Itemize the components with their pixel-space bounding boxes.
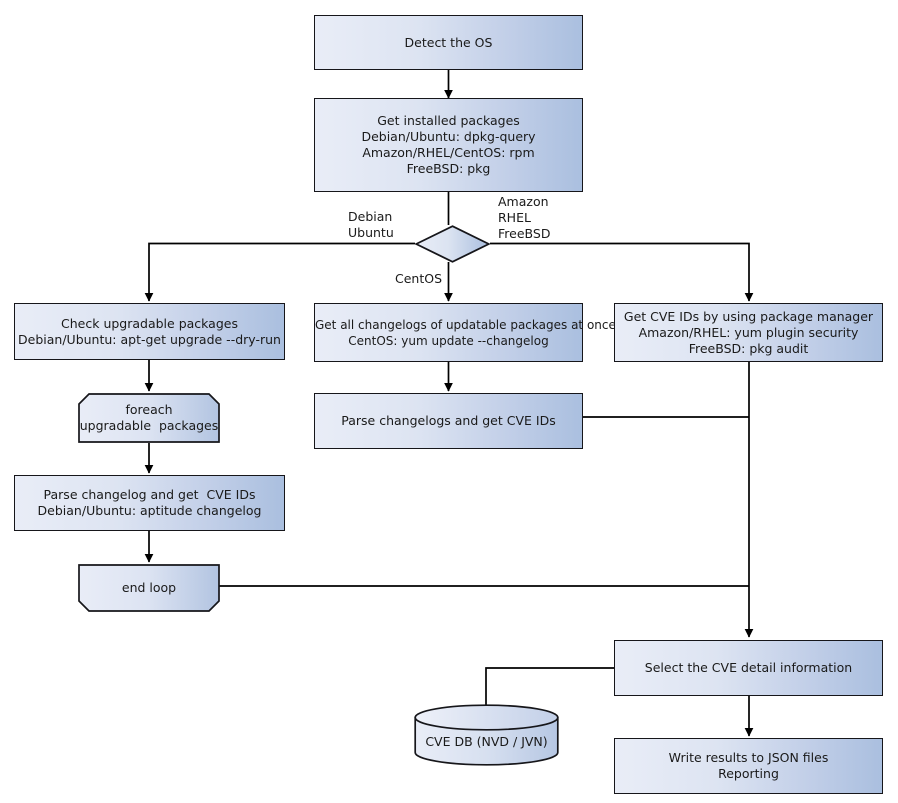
- node-os-decision[interactable]: [415, 225, 490, 263]
- edge-decision-left: [144, 242, 415, 302]
- node-select-cve-detail[interactable]: Select the CVE detail information: [614, 640, 883, 696]
- node-parse-changelog-single-label: Parse changelog and get CVE IDs Debian/U…: [37, 487, 262, 518]
- node-parse-changelog-single[interactable]: Parse changelog and get CVE IDs Debian/U…: [14, 475, 285, 531]
- node-select-cve-detail-label: Select the CVE detail information: [644, 660, 853, 675]
- node-write-results[interactable]: Write results to JSON files Reporting: [614, 738, 883, 794]
- edge-label-centos: CentOS: [395, 271, 443, 286]
- node-get-cve-ids-pkgmgr-label: Get CVE IDs by using package manager Ama…: [623, 308, 874, 356]
- node-get-installed-packages[interactable]: Get installed packages Debian/Ubuntu: dp…: [314, 98, 583, 192]
- node-foreach-loop[interactable]: foreach upgradable packages: [78, 393, 220, 443]
- node-get-installed-packages-label: Get installed packages Debian/Ubuntu: dp…: [361, 113, 536, 176]
- node-end-loop[interactable]: end loop: [78, 564, 220, 612]
- node-foreach-loop-label: foreach upgradable packages: [79, 402, 219, 433]
- node-end-loop-label: end loop: [121, 580, 177, 595]
- decision-diamond-shape: [415, 225, 490, 263]
- node-check-upgradable-packages[interactable]: Check upgradable packages Debian/Ubuntu:…: [14, 303, 285, 360]
- node-cve-db[interactable]: CVE DB (NVD / JVN): [414, 704, 559, 766]
- node-get-all-changelogs[interactable]: Get all changelogs of updatable packages…: [314, 303, 616, 362]
- node-cve-db-label: CVE DB (NVD / JVN): [425, 734, 548, 749]
- database-cylinder-icon: [414, 704, 559, 766]
- loop-start-shape: [78, 393, 220, 443]
- node-detect-os-label: Detect the OS: [404, 34, 493, 50]
- edge-decision-right: [490, 242, 754, 302]
- node-parse-changelogs-bulk[interactable]: Parse changelogs and get CVE IDs: [314, 393, 583, 449]
- node-get-all-changelogs-label: Get all changelogs of updatable packages…: [315, 317, 616, 348]
- node-detect-os[interactable]: Detect the OS: [314, 15, 583, 70]
- edge-label-amazon-rhel-freebsd: Amazon RHEL FreeBSD: [498, 194, 551, 241]
- node-get-cve-ids-pkgmgr[interactable]: Get CVE IDs by using package manager Ama…: [614, 303, 883, 362]
- node-check-upgradable-packages-label: Check upgradable packages Debian/Ubuntu:…: [18, 315, 281, 347]
- edge-label-debian-ubuntu: Debian Ubuntu: [348, 209, 394, 240]
- node-write-results-label: Write results to JSON files Reporting: [668, 750, 829, 781]
- node-parse-changelogs-bulk-label: Parse changelogs and get CVE IDs: [341, 413, 556, 428]
- loop-end-shape: [78, 564, 220, 612]
